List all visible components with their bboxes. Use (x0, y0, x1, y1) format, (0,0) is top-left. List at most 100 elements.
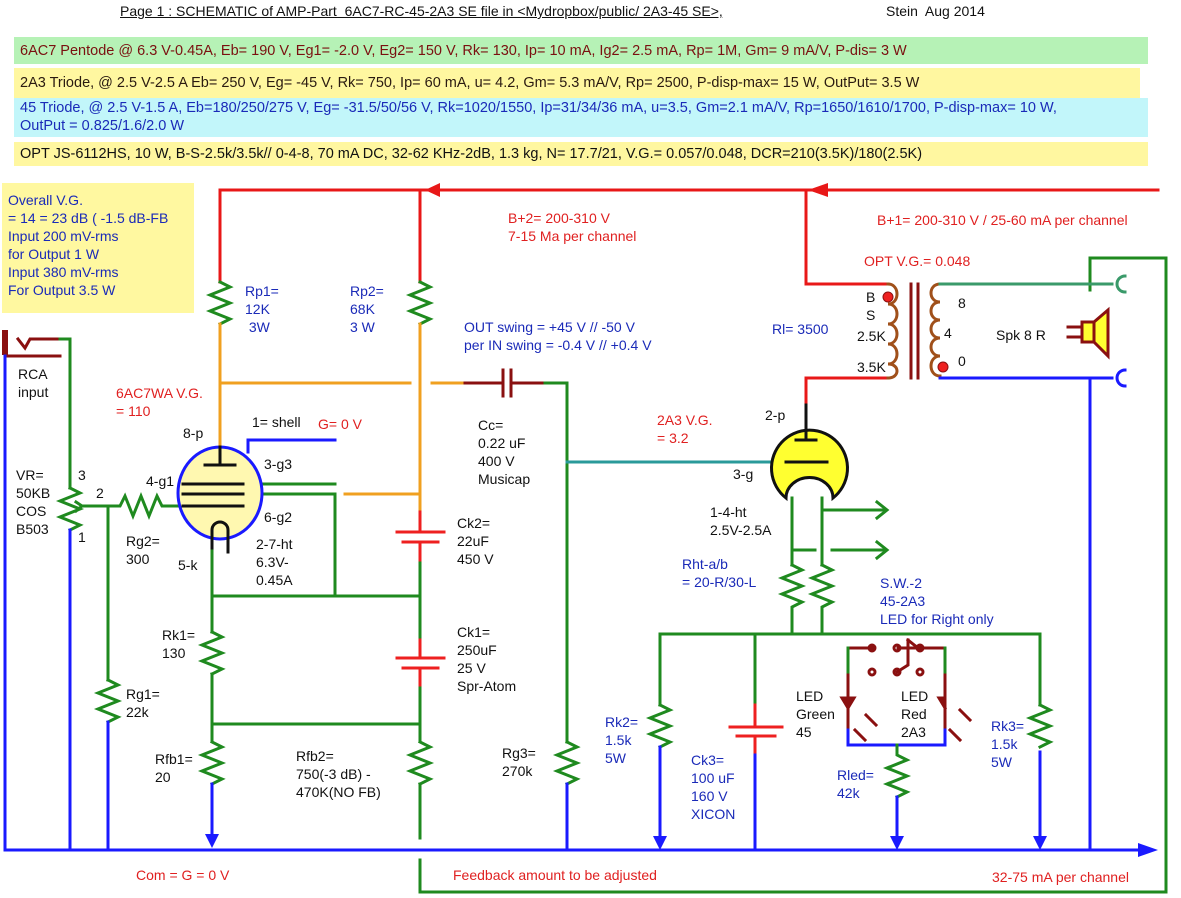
label-line: Ck1= (457, 624, 491, 640)
v2-gain-label: 2A3 V.G.= 3.2 (657, 411, 713, 447)
label-line: 0.22 uF (478, 435, 526, 451)
v2-pin-plate: 2-p (765, 407, 786, 423)
filament-wires (790, 496, 890, 567)
ck2-capacitor (395, 510, 446, 642)
label-line: 5W (605, 750, 626, 766)
rg2-resistor (106, 491, 184, 521)
tube-6ac7 (176, 438, 337, 554)
ground-bus-arrow (1138, 843, 1158, 857)
label-line: 2A3 (901, 724, 926, 740)
overall-line: = 14 = 23 dB ( -1.5 dB-FB (8, 210, 169, 226)
feedback-wire (418, 256, 1168, 894)
label-line: 2.5V-2.5A (710, 522, 772, 538)
label-line: 3W (245, 319, 270, 335)
label-line: 3 W (350, 319, 375, 335)
label-line: 25 V (457, 660, 486, 676)
v2-pin-grid: 3-g (733, 466, 754, 482)
v1-pin-g1: 4-g1 (146, 473, 175, 489)
label-line: 1-4-ht (710, 504, 747, 520)
label-line: 250uF (457, 642, 497, 658)
overall-line: Input 200 mV-rms (8, 228, 119, 244)
title-text: Page 1 : SCHEMATIC of AMP-Part 6AC7-RC-4… (120, 3, 723, 19)
opt-tap-2-5k: 2.5K (857, 328, 886, 344)
rp2-resistor (405, 279, 435, 327)
label-line: 7-15 Ma per channel (508, 228, 637, 244)
vr-pin-3: 3 (78, 467, 86, 483)
label-line: Musicap (478, 471, 531, 487)
spec-text: 45 Triode, @ 2.5 V-1.5 A, Eb=180/250/275… (20, 100, 1057, 116)
label-line: Rg1= (126, 686, 160, 702)
rca-jack (2, 330, 62, 358)
rg3-label: Rg3=270k (502, 744, 536, 780)
label-line: 130 (162, 645, 186, 661)
opt-tap-0: 0 (958, 353, 966, 369)
opt-tap-8: 8 (958, 295, 966, 311)
opt-tap-4: 4 (944, 325, 952, 341)
author-date: Stein Aug 2014 (886, 3, 985, 19)
speaker-label: Spk 8 R (996, 327, 1046, 343)
overall-line: Overall V.G. (8, 192, 83, 208)
rht-a-resistor (777, 562, 807, 636)
spk-terminal-minus (1115, 368, 1127, 388)
spec-band-45: 45 Triode, @ 2.5 V-1.5 A, Eb=180/250/275… (14, 98, 1148, 137)
label-line: 50KB (16, 485, 51, 501)
spk-lead-minus (938, 376, 1114, 852)
label-line: 2A3 V.G. (657, 412, 713, 428)
spec-text: OPT JS-6112HS, 10 W, B-S-2.5k/3.5k// 0-4… (20, 146, 923, 162)
label-line: 22uF (457, 533, 489, 549)
spec-band-2a3: 2A3 Triode, @ 2.5 V-2.5 A Eb= 250 V, Eg=… (14, 68, 1140, 98)
spec-text: 6AC7 Pentode @ 6.3 V-0.45A, Eb= 190 V, E… (20, 43, 907, 59)
overall-line: Input 380 mV-rms (8, 264, 119, 280)
wiper-arrow (73, 499, 85, 514)
rg2-label: Rg2=300 (126, 532, 160, 568)
v1-pin-g2: 6-g2 (264, 509, 293, 525)
label-line: 2-7-ht (256, 536, 293, 552)
label-line: VR= (16, 467, 44, 483)
rg1-label: Rg1= 22k (126, 685, 160, 721)
v1-shell: 1= shell (252, 414, 301, 430)
label-line: 300 (126, 551, 150, 567)
led-switch-sw2 (839, 637, 973, 743)
label-line: Spr-Atom (457, 678, 517, 694)
ck1-capacitor (395, 638, 446, 742)
label-line: LED (901, 688, 929, 704)
cathode-wires (210, 482, 422, 742)
label-line: 42k (837, 785, 860, 801)
ck3-capacitor (728, 703, 784, 852)
label-line: Green (796, 706, 835, 722)
cathode-bus-2a3 (658, 632, 1042, 707)
label-line: 22k (126, 704, 149, 720)
spec-band-6ac7: 6AC7 Pentode @ 6.3 V-0.45A, Eb= 190 V, E… (14, 37, 1148, 64)
ground-arrow (205, 834, 219, 848)
label-line: 1.5k (991, 736, 1018, 752)
b-plus-1-label: B+1= 200-310 V / 25-60 mA per channel (877, 212, 1128, 228)
cc-to-rg3-wire (543, 381, 569, 744)
vr-pin-1: 1 (78, 529, 86, 545)
spec-text: 2A3 Triode, @ 2.5 V-2.5 A Eb= 250 V, Eg=… (20, 75, 920, 91)
label-line: 5W (991, 754, 1012, 770)
v2-heater: 1-4-ht 2.5V-2.5A (710, 503, 772, 539)
rfb2-label: Rfb2=750(-3 dB) -470K(NO FB) (296, 747, 381, 801)
label-line: Rht-a/b (682, 556, 728, 572)
common-ground-label: Com = G = 0 V (136, 867, 230, 883)
coupling-cap-cc (463, 368, 547, 398)
b-plus-2-label: B+2= 200-310 V 7-15 Ma per channel (508, 209, 636, 245)
tube-2a3 (770, 403, 849, 502)
label-line: XICON (691, 806, 736, 822)
channel-current-label: 32-75 mA per channel (992, 869, 1129, 885)
input-signal-wire (58, 337, 72, 490)
spec-band-opt: OPT JS-6112HS, 10 W, B-S-2.5k/3.5k// 0-4… (14, 142, 1148, 166)
label-line: 20 (155, 769, 171, 785)
v1-pin-plate: 8-p (183, 425, 204, 441)
rfb1-resistor (197, 739, 227, 787)
b-plus-1-rail (804, 183, 1160, 407)
label-line: 400 V (478, 453, 515, 469)
label-line: B+2= 200-310 V (508, 210, 610, 226)
rk2-resistor (645, 702, 675, 750)
opt-gain-label: OPT V.G.= 0.048 (864, 253, 971, 269)
